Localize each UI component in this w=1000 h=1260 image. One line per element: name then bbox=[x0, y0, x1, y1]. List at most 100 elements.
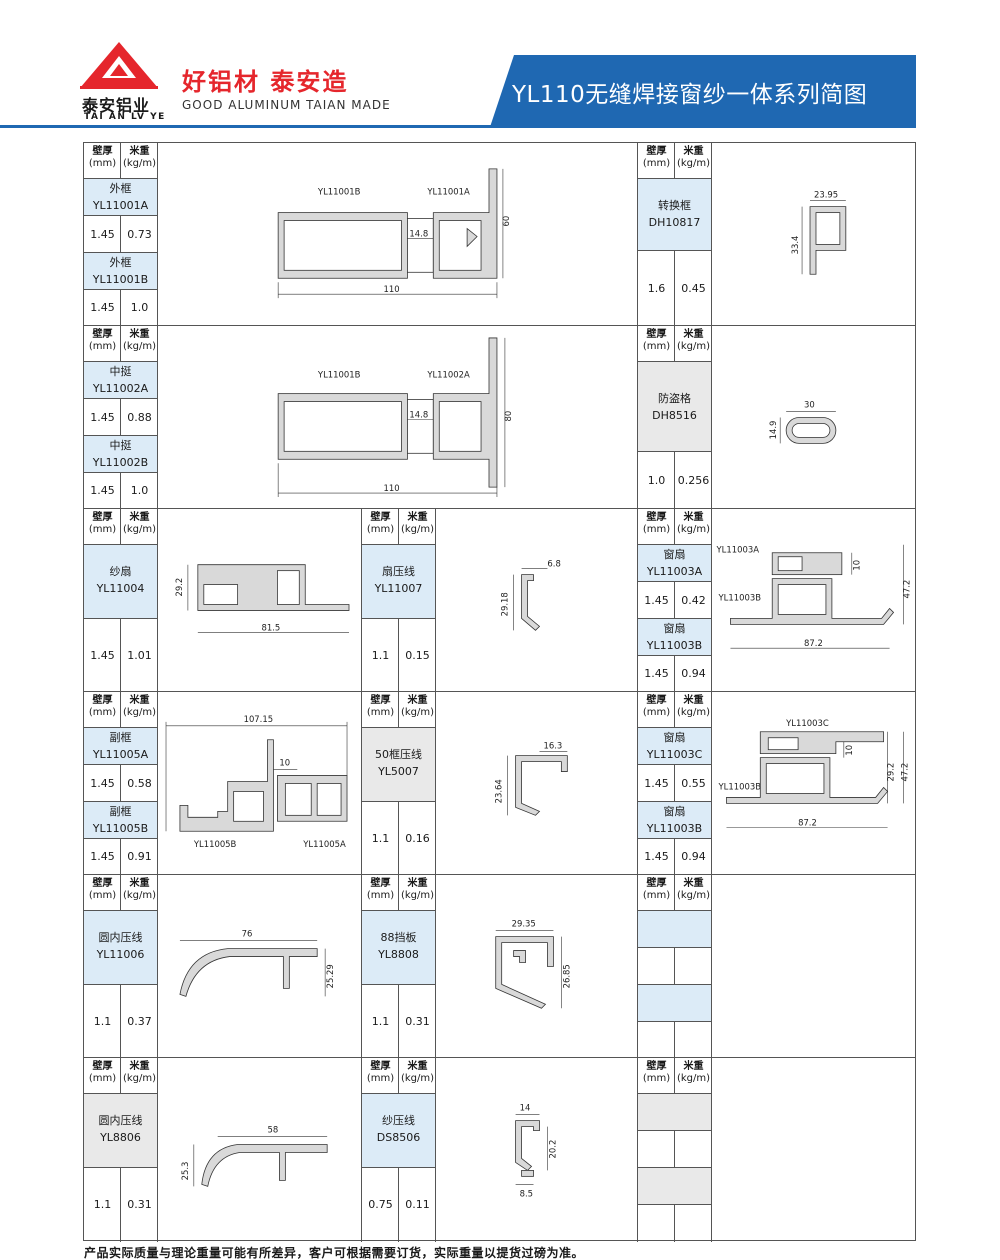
thick-label: 壁厚(mm) bbox=[366, 878, 395, 901]
weight-label: 米重(kg/m) bbox=[400, 512, 435, 535]
label-top: YL11003C bbox=[785, 718, 829, 728]
profile-values-empty bbox=[638, 948, 711, 985]
brand-name-en: TAI AN LV YE bbox=[84, 112, 166, 122]
thick-label: 壁厚(mm) bbox=[88, 329, 117, 352]
weight-label: 米重(kg/m) bbox=[676, 1061, 711, 1084]
thick-label: 壁厚(mm) bbox=[88, 512, 117, 535]
label-right: YL11002A bbox=[426, 370, 470, 380]
dim-height: 23.64 bbox=[494, 779, 504, 803]
spec-header: 壁厚(mm)米重(kg/m) bbox=[638, 326, 711, 362]
label-top: YL11003A bbox=[716, 545, 760, 555]
label-left: YL11001B bbox=[317, 370, 361, 380]
thick-label: 壁厚(mm) bbox=[642, 512, 671, 535]
drawing-sash-cb: 87.2 47.2 29.2 10 YL11003C YL11003B bbox=[712, 692, 915, 874]
profile-values-empty bbox=[638, 1022, 711, 1058]
slogan-en: GOOD ALUMINUM TAIAN MADE bbox=[182, 98, 391, 112]
spec-header: 壁厚(mm)米重(kg/m) bbox=[638, 1058, 711, 1094]
label-right: YL11005A bbox=[302, 839, 346, 849]
spec-header: 壁厚(mm)米重(kg/m) bbox=[84, 875, 157, 911]
dim-width: 58 bbox=[267, 1125, 278, 1135]
profile-name-empty bbox=[638, 985, 711, 1022]
dim-gap: 10 bbox=[279, 758, 290, 768]
thick-label: 壁厚(mm) bbox=[88, 695, 117, 718]
dim-height: 47.2 bbox=[899, 763, 909, 782]
weight-label: 米重(kg/m) bbox=[676, 146, 711, 169]
dim-height: 29.18 bbox=[500, 592, 510, 616]
profile-name-empty bbox=[638, 911, 711, 948]
dim-height: 14.9 bbox=[768, 421, 778, 440]
brand-name-cn: 泰安铝业 bbox=[82, 96, 151, 115]
spec-header: 壁厚(mm)米重(kg/m) bbox=[84, 1058, 157, 1094]
drawing-sub-frame: 107.15 10 YL11005B YL11005A bbox=[158, 692, 362, 874]
drawing-empty bbox=[712, 875, 915, 1057]
spec-header: 壁厚(mm)米重(kg/m) bbox=[362, 1058, 435, 1094]
drawing-bead50: 16.3 23.64 bbox=[436, 692, 638, 874]
footer-note: 产品实际质量与理论重量可能有所差异，客户可根据需要订货，实际重量以提货过磅为准。 bbox=[84, 1246, 585, 1260]
thick-label: 壁厚(mm) bbox=[88, 878, 117, 901]
dim-width: 16.3 bbox=[543, 741, 562, 751]
spec-header: 壁厚(mm)米重(kg/m) bbox=[84, 692, 157, 728]
spec-header: 壁厚(mm)米重(kg/m) bbox=[84, 143, 157, 179]
dim-width: 23.95 bbox=[814, 190, 838, 200]
dim-gap: 10 bbox=[852, 560, 862, 571]
spec-cell: 壁厚(mm)米重(kg/m) bbox=[638, 875, 712, 1058]
drawing-sash-ab: 87.2 47.2 10 YL11003A YL11003B bbox=[712, 509, 915, 691]
weight-label: 米重(kg/m) bbox=[676, 695, 711, 718]
weight-label: 米重(kg/m) bbox=[122, 146, 157, 169]
dim-width: 107.15 bbox=[244, 714, 274, 724]
thick-label: 壁厚(mm) bbox=[366, 512, 395, 535]
spec-header: 壁厚(mm)米重(kg/m) bbox=[638, 692, 711, 728]
dim-width: 29.35 bbox=[512, 919, 536, 929]
label-left: YL11005B bbox=[193, 839, 237, 849]
spec-header: 壁厚(mm)米重(kg/m) bbox=[638, 143, 711, 179]
weight-label: 米重(kg/m) bbox=[676, 329, 711, 352]
thick-label: 壁厚(mm) bbox=[642, 695, 671, 718]
thick-label: 壁厚(mm) bbox=[642, 1061, 671, 1084]
weight-label: 米重(kg/m) bbox=[676, 878, 711, 901]
weight-label: 米重(kg/m) bbox=[400, 1061, 435, 1084]
thick-label: 壁厚(mm) bbox=[642, 878, 671, 901]
weight-label: 米重(kg/m) bbox=[122, 329, 157, 352]
weight-label: 米重(kg/m) bbox=[122, 512, 157, 535]
dim-width: 87.2 bbox=[798, 817, 817, 827]
dim-height: 60 bbox=[501, 216, 511, 227]
drawing-round-bead-2: 58 25.3 bbox=[158, 1058, 362, 1242]
drawing-empty bbox=[712, 1058, 915, 1242]
dim-gap: 14.8 bbox=[409, 409, 428, 419]
thick-label: 壁厚(mm) bbox=[88, 1061, 117, 1084]
